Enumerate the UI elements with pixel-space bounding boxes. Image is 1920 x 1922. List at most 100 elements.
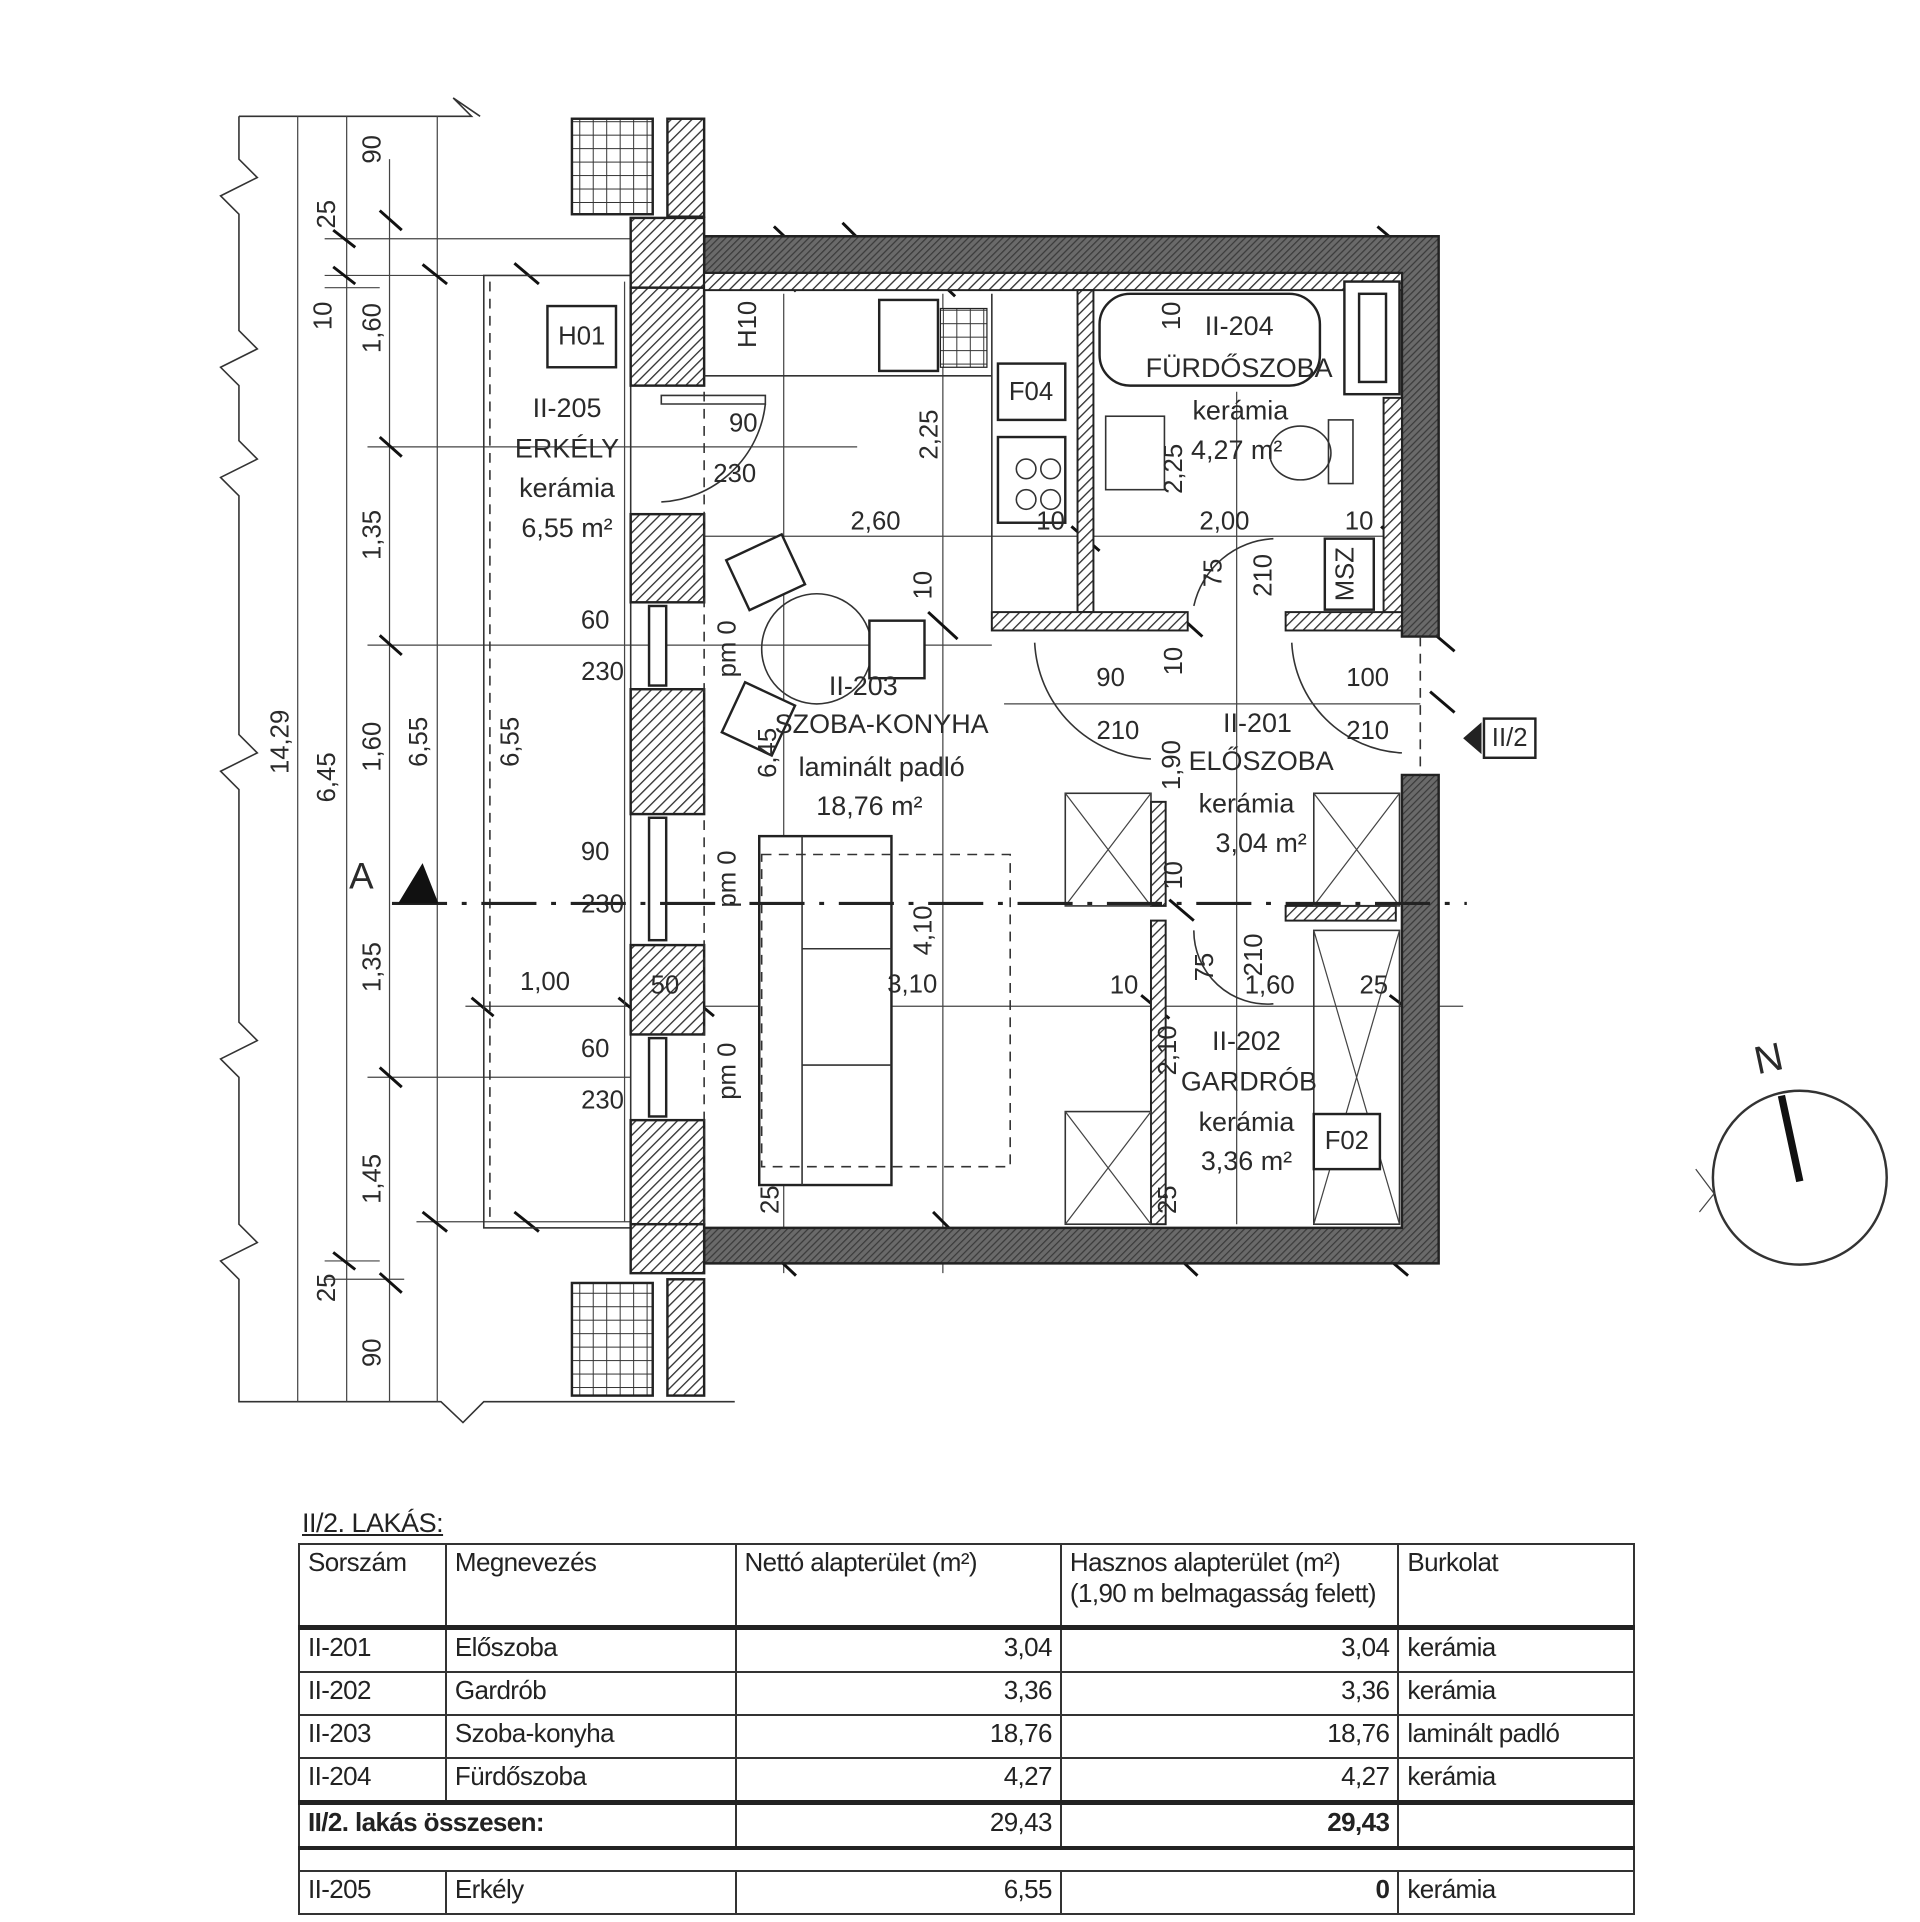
external-paving-bottom [570,1281,654,1397]
header-hasznos-label: Hasznos alapterület (m²) [1069,1547,1341,1577]
room-floor: kerámia [1199,789,1295,819]
north-compass: N [1695,1035,1888,1266]
sofa [758,834,893,1187]
dim-label: 100 [1346,664,1389,692]
balcony-area: 6,55 m² [521,513,612,543]
msz-label: MSZ [1332,547,1360,601]
sink [877,298,940,373]
dim-label: 10 [1036,508,1065,536]
bathtub [1098,292,1322,387]
drainboard [939,307,988,368]
facade-wall-top [666,117,706,218]
dim-label: 25 [1359,971,1388,999]
dim-label: 1,60 [358,722,386,772]
header-hasznos-note: (1,90 m belmagasság felett) [1069,1578,1377,1608]
table-spacer-row [298,1847,1635,1872]
cell-id: II-204 [298,1757,447,1804]
total-empty [1397,1800,1635,1850]
dim-label: 6,55 [405,717,433,767]
total-label: II/2. lakás összesen: [298,1800,737,1850]
dim-label: 60 [581,607,610,635]
interior-walls [703,289,1422,1226]
dim-label: 90 [1096,664,1125,692]
dim-label: 210 [1250,554,1278,597]
dim-label: 25 [756,1185,784,1214]
dim-label: 2,00 [1199,508,1249,536]
door-swings [660,394,1402,1005]
dim-label: 1,00 [520,968,570,996]
msz-box [1323,537,1376,611]
dim-label: 1,45 [358,1154,386,1204]
dim-label: 1,90 [1158,740,1186,790]
cell-name: Erkély [444,1870,737,1915]
cell-name: Gardrób [444,1671,737,1716]
section-arrow-icon [398,863,439,904]
room-eloszoba: 90 210 10 1,90 100 210 II-201 ELŐSZOBA k… [1096,647,1389,858]
header-megnevezes: Megnevezés [444,1543,737,1630]
cell-floor: laminált padló [1397,1714,1635,1759]
room-name: FÜRDŐSZOBA [1146,352,1333,383]
header-hasznos: Hasznos alapterület (m²)(1,90 m belmagas… [1059,1543,1400,1630]
dim-label: 50 [651,971,680,999]
facade-wall-bottom [666,1278,706,1397]
balcony-name: ERKÉLY [515,434,619,464]
room-area: 3,36 m² [1201,1146,1292,1176]
external-paving-top [570,117,654,216]
table-header-row: Sorszám Megnevezés Nettó alapterület (m²… [298,1543,1635,1630]
room-name: ELŐSZOBA [1189,745,1334,776]
section-marker: A [349,856,374,897]
dim-label: 60 [581,1035,610,1063]
f04-box [996,362,1067,422]
dim-label: 2,25 [915,410,943,460]
room-id: II-202 [1212,1026,1281,1056]
dim-label: 1,60 [1245,971,1295,999]
room-id: II-201 [1223,708,1292,738]
dim-label: 230 [581,1087,624,1115]
washbasin [1104,415,1166,491]
dim-label: 25 [1154,1185,1182,1214]
exterior-walls [629,216,1440,1275]
table-title: II/2. LAKÁS: [302,1508,444,1538]
cell-floor: kerámia [1397,1671,1635,1716]
dim-label: 10 [309,302,337,331]
room-area: 18,76 m² [816,791,922,821]
room-area: 4,27 m² [1191,435,1282,465]
dim-label: 230 [581,658,624,686]
dim-label: 210 [1240,933,1268,976]
dim-label: 10 [1160,647,1188,676]
cell-floor: kerámia [1397,1870,1635,1915]
dim-label: 90 [358,135,386,164]
left-dimensions: 90 25 10 1,60 1,35 14,29 6,45 1,60 6,55 … [267,135,525,1367]
cell-name: Szoba-konyha [444,1714,737,1759]
cell-net: 3,04 [734,1626,1062,1673]
cell-net: 18,76 [734,1714,1062,1759]
parapet-label: pm 0 [713,850,741,907]
north-arrow-icon [1777,1094,1804,1183]
room-floor: laminált padló [799,752,965,782]
total-net: 29,43 [734,1800,1062,1850]
cell-id: II-205 [298,1870,447,1915]
parapet-label: pm 0 [713,1043,741,1100]
room-name: SZOBA-KONYHA [775,709,989,739]
cell-name: Előszoba [444,1626,737,1673]
cell-floor: kerámia [1397,1757,1635,1804]
dim-label: 230 [713,460,756,488]
dim-label: H10 [734,301,762,348]
area-table: Sorszám Megnevezés Nettó alapterület (m²… [298,1543,1635,1915]
room-name: GARDRÓB [1181,1066,1317,1097]
room-floor: kerámia [1199,1107,1295,1137]
dim-label: 230 [581,891,624,919]
cell-net: 6,55 [734,1870,1062,1915]
balcony-floor: kerámia [519,473,615,503]
entrance-tag: II/2 [1492,724,1528,752]
dim-label: 3,10 [887,970,937,998]
dim-label: 25 [313,1274,341,1303]
h01-label: H01 [558,323,605,351]
balcony-id: II-205 [533,393,602,423]
cell-id: II-201 [298,1626,447,1673]
dim-label: 90 [729,410,758,438]
dim-label: 210 [1096,717,1139,745]
f02-label: F02 [1325,1127,1369,1155]
